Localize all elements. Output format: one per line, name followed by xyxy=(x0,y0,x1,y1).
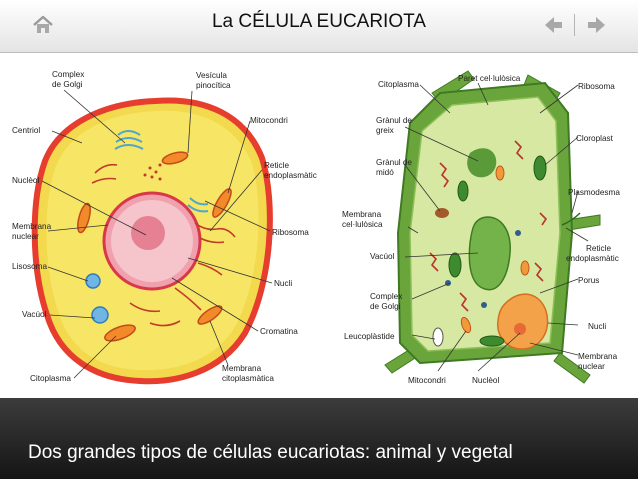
cell-figure: Complex de Golgi Centriol Nuclèol Membra… xyxy=(0,53,638,398)
label-porus: Porus xyxy=(578,276,599,285)
label-membrana-nuclear-2: nuclear xyxy=(12,232,39,241)
label-granul-mido: Grànul de xyxy=(376,158,412,167)
plant-cell: Citoplasma Paret cel·lulòsica Grànul de … xyxy=(342,70,620,385)
label-complex-golgi-2: de Golgi xyxy=(52,80,83,89)
starch-granule xyxy=(435,208,449,218)
label-nucli-plant: Nucli xyxy=(588,322,606,331)
label-reticle-plant-2: endoplasmàtic xyxy=(566,254,619,263)
caption-text: Dos grandes tipos de células eucariotas:… xyxy=(28,442,513,463)
label-plasmodesma: Plasmodesma xyxy=(568,188,620,197)
label-granul-mido-2: midó xyxy=(376,168,394,177)
label-membrana-nuclear-plant-2: nuclear xyxy=(578,362,605,371)
label-golgi-plant-2: de Golgi xyxy=(370,302,401,311)
label-citoplasma-plant: Citoplasma xyxy=(378,80,419,89)
label-membrana-cito: Membrana xyxy=(222,364,262,373)
plant-vacuole xyxy=(468,216,511,291)
label-citoplasma: Citoplasma xyxy=(30,374,71,383)
header-bar: La CÉLULA EUCARIOTA xyxy=(0,0,638,53)
label-centriol: Centriol xyxy=(12,126,40,135)
label-granul-greix-2: greix xyxy=(376,126,394,135)
label-mitocondri-plant: Mitocondri xyxy=(408,376,446,385)
leucoplastid xyxy=(432,327,444,347)
label-membrana-nuclear: Membrana xyxy=(12,222,52,231)
label-ribosoma: Ribosoma xyxy=(272,228,309,237)
caption-bar: Dos grandes tipos de células eucariotas:… xyxy=(0,398,638,479)
vacuole xyxy=(91,306,109,324)
cell-diagram: Complex de Golgi Centriol Nuclèol Membra… xyxy=(12,70,620,385)
animal-cell: Complex de Golgi Centriol Nuclèol Membra… xyxy=(12,70,317,385)
label-nucleol-plant: Nuclèol xyxy=(472,376,499,385)
label-reticle-2: endoplasmàtic xyxy=(264,171,317,180)
label-leucoplastide: Leucoplàstide xyxy=(344,332,395,341)
label-golgi-plant: Complex xyxy=(370,292,402,301)
label-nucleol: Nuclèol xyxy=(12,176,39,185)
home-icon[interactable] xyxy=(30,12,56,38)
forward-arrow-icon[interactable] xyxy=(583,12,609,38)
label-vesicula-2: pinocítica xyxy=(196,81,231,90)
label-vacuol-plant: Vacúol xyxy=(370,252,395,261)
label-membrana-nuclear-plant: Membrana xyxy=(578,352,618,361)
label-paret: Paret cel·lulòsica xyxy=(458,74,521,83)
label-membrana-cel: Membrana xyxy=(342,210,382,219)
label-reticle: Reticle xyxy=(264,161,289,170)
label-vacuol: Vacúol xyxy=(22,310,47,319)
nav-divider xyxy=(574,14,575,36)
label-nucli: Nucli xyxy=(274,279,292,288)
label-mitocondri: Mitocondri xyxy=(250,116,288,125)
plant-nucleus xyxy=(497,293,549,350)
label-ribosoma-plant: Ribosoma xyxy=(578,82,615,91)
animal-nucleolus xyxy=(131,216,165,250)
label-membrana-cel-2: cel·lulòsica xyxy=(342,220,383,229)
label-complex-golgi: Complex xyxy=(52,70,84,79)
label-granul-greix: Grànul de xyxy=(376,116,412,125)
label-vesicula: Vesícula xyxy=(196,71,227,80)
page-title: La CÉLULA EUCARIOTA xyxy=(211,11,426,32)
back-arrow-icon[interactable] xyxy=(541,12,567,38)
label-membrana-cito-2: citoplasmàtica xyxy=(222,374,274,383)
label-cromatina: Cromatina xyxy=(260,327,298,336)
lysosome xyxy=(85,273,101,289)
label-reticle-plant: Reticle xyxy=(586,244,611,253)
label-cloroplast: Cloroplast xyxy=(576,134,614,143)
label-lisosoma: Lisosoma xyxy=(12,262,47,271)
